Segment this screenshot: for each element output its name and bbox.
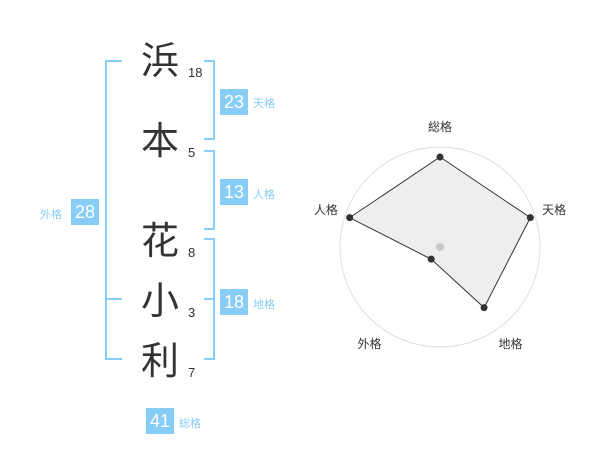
- chikaku-label: 地格: [253, 298, 275, 311]
- gaikaku-label: 外格: [40, 208, 62, 221]
- name-char-3: 花: [140, 219, 179, 263]
- soukaku-value-badge: 41: [146, 408, 174, 434]
- radar-center-dot: [436, 243, 444, 251]
- name-char-4: 小: [140, 279, 179, 323]
- radar-axis-label: 総格: [428, 119, 452, 134]
- stroke-count-1: 18: [188, 65, 203, 80]
- tenkaku-value-badge: 23: [220, 89, 248, 115]
- outer-bracket-bottom-tick: [105, 358, 122, 360]
- radar-polygon: [348, 156, 531, 309]
- soukaku-label: 総格: [179, 417, 201, 430]
- jinkaku-label: 人格: [253, 188, 275, 201]
- outer-bracket-mid-tick: [105, 298, 122, 300]
- radar-point-2: [526, 214, 534, 222]
- stroke-count-5: 7: [188, 365, 196, 380]
- radar-point-3: [480, 304, 488, 312]
- radar-point-1: [436, 153, 444, 161]
- stroke-count-2: 5: [188, 145, 196, 160]
- stroke-count-3: 8: [188, 245, 196, 260]
- outer-bracket-top-tick: [105, 60, 122, 62]
- name-char-5: 利: [140, 339, 179, 383]
- gaikaku-value-badge: 28: [71, 199, 99, 225]
- radar-points: [346, 153, 534, 312]
- radar-axis-label: 外格: [357, 336, 381, 351]
- outer-bracket: [105, 60, 107, 360]
- name-char-2: 本: [140, 119, 179, 163]
- stroke-count-4: 3: [188, 305, 196, 320]
- radar-axis-label: 地格: [499, 336, 523, 351]
- tenkaku-label: 天格: [253, 97, 275, 110]
- name-char-1: 浜: [140, 39, 179, 83]
- radar-axis-label: 天格: [542, 202, 566, 217]
- radar-point-5: [346, 214, 354, 222]
- chikaku-value-badge: 18: [220, 289, 248, 315]
- jinkaku-value-badge: 13: [220, 179, 248, 205]
- radar-point-4: [427, 255, 435, 263]
- radar-axis-label: 人格: [314, 202, 338, 217]
